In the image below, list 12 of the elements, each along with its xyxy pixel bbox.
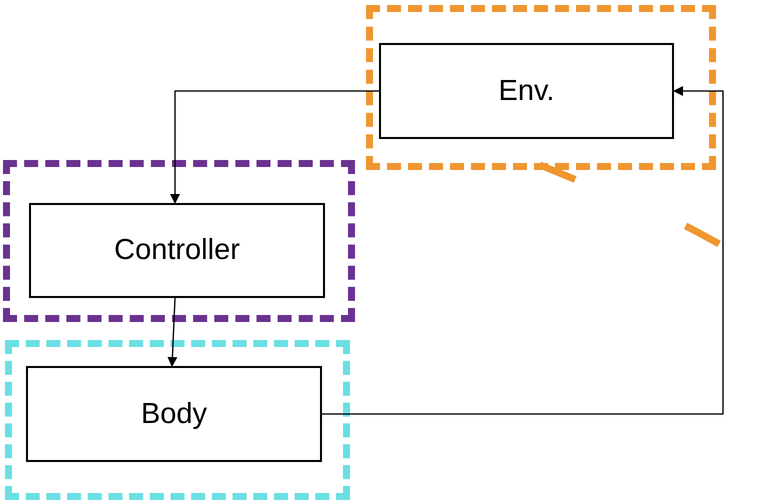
dashed-group-frame — [3, 160, 355, 322]
arrow — [167, 298, 178, 367]
box-label: Controller — [114, 234, 240, 267]
process-box — [379, 43, 674, 139]
process-box — [29, 203, 325, 298]
arrow — [322, 86, 724, 415]
dashed-group-frame — [366, 5, 716, 170]
box-label: Body — [140, 398, 208, 430]
arrow — [170, 90, 379, 204]
box-label: Env. — [498, 74, 554, 108]
process-box — [26, 366, 322, 462]
dashed-group-frame — [5, 340, 350, 500]
